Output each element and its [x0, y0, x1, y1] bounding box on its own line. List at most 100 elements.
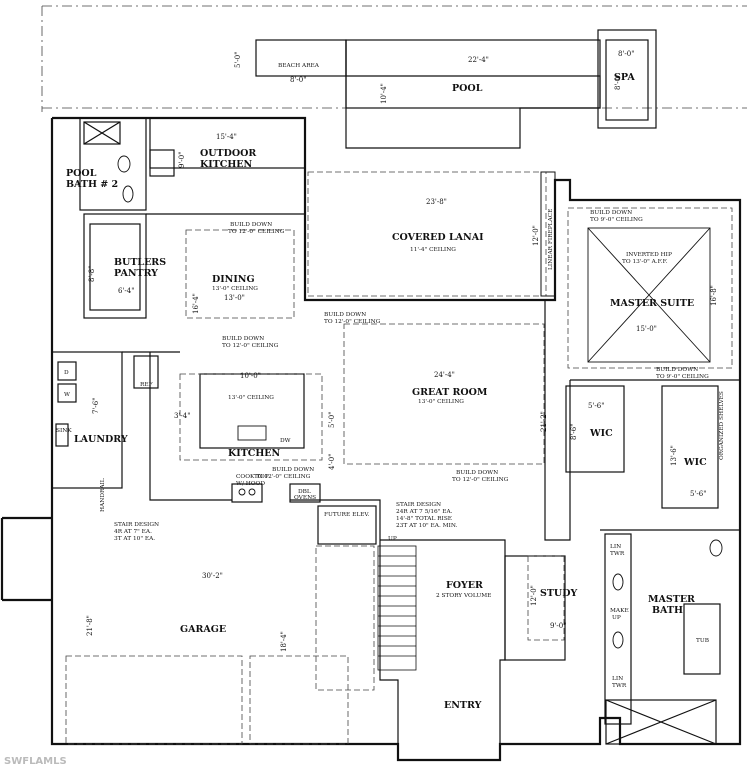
note-cook-top-1: COOK TOP [236, 474, 269, 480]
dim-master-h: 16'-8" [710, 285, 718, 306]
note-lin-twr-bottom-1: LIN [612, 676, 623, 682]
room-outdoor-kitchen-1: OUTDOOR [200, 148, 256, 159]
dim-master-w: 15'-0" [636, 325, 657, 333]
note-make-up-2: UP [612, 615, 621, 621]
room-butlers-pantry-1: BUTLERS [114, 257, 166, 268]
room-kitchen: KITCHEN [228, 448, 281, 459]
dim-outdoor-h: 9'-0" [178, 152, 186, 168]
dim-garage-h: 21'-8" [86, 615, 94, 636]
room-covered-lanai: COVERED LANAI [392, 232, 484, 243]
note-cook-top-2: W/ HOOD [236, 481, 265, 487]
note-up: UP [388, 536, 397, 542]
room-master-suite: MASTER SUITE [610, 298, 694, 309]
note-sink: SINK [56, 428, 72, 434]
dim-spa-h: 8'-0" [614, 74, 622, 90]
note-stair-main-3: 14'-8" TOTAL RISE [396, 516, 452, 522]
interior-walls [51, 117, 740, 745]
room-garage: GARAGE [180, 624, 226, 635]
dim-pantry-h: 8'-8" [88, 266, 96, 282]
note-builddown-wic-2: TO 9'-0" CEILING [656, 374, 709, 380]
note-dw: DW [280, 438, 291, 444]
inverted-hip [587, 227, 711, 363]
dim-kitchen-w: 10'-0" [240, 372, 261, 380]
room-wic-2: WIC [683, 457, 707, 468]
room-future-elev: FUTURE ELEV. [324, 512, 370, 518]
note-kitchen-ceiling: 13'-0" CEILING [228, 395, 274, 401]
garage-doors [65, 655, 349, 745]
room-outdoor-kitchen-2: KITCHEN [200, 159, 253, 170]
dim-spa-w: 8'-0" [618, 50, 634, 58]
room-beach-area: BEACH AREA [278, 63, 320, 69]
dim-study-h: 12'-0" [530, 585, 538, 606]
note-ref: REF [140, 382, 153, 388]
note-dining-ceiling: 13'-0" CEILING [212, 286, 258, 292]
dim-kitchen-3-4: 3'-4" [174, 412, 190, 420]
note-builddown-left-2: TO 12'-0" CEILING [222, 343, 279, 349]
note-inverted-hip-2: TO 13'-0" A.F.F. [622, 259, 668, 265]
linear-fireplace-box [540, 171, 556, 297]
note-dining-builddown-2: TO 12'-0" CEILING [228, 229, 285, 235]
dim-kitchen-5: 5'-0" [328, 412, 336, 428]
note-stair-main-4: 23T AT 10" EA. MIN. [396, 523, 458, 529]
note-d: D [64, 370, 69, 376]
watermark: SWFLAMLS [4, 756, 67, 767]
room-pool-bath-2: BATH # 2 [66, 179, 118, 190]
fixtures [117, 155, 723, 649]
note-stair-garage-1: STAIR DESIGN [114, 522, 159, 528]
note-organized-shelves: ORGANIZED SHELVES [719, 391, 725, 460]
room-entry: ENTRY [444, 700, 482, 711]
room-pool-bath-1: POOL [66, 168, 97, 179]
room-labels: BEACH AREA POOL SPA OUTDOOR KITCHEN POOL… [66, 63, 707, 711]
notes: 11'-4" CEILING BUILD DOWN TO 12'-0" CEIL… [56, 209, 725, 689]
note-builddown-kitchen-1: BUILD DOWN [272, 467, 314, 473]
dim-wic1-w: 5'-6" [588, 402, 604, 410]
dim-wic1-h: 8'-6" [570, 424, 578, 440]
property-lines [41, 5, 747, 112]
dim-beach-h: 5'-0" [234, 52, 242, 68]
note-master-builddown-2: TO 9'-0" CEILING [590, 217, 643, 223]
note-lin-twr-top-2: TWR [610, 551, 625, 557]
note-stair-garage-3: 3T AT 10" EA. [114, 536, 155, 542]
note-builddown-left-1: BUILD DOWN [222, 336, 264, 342]
dim-pool-w: 22'-4" [468, 56, 489, 64]
dim-dining-w: 13'-0" [224, 294, 245, 302]
note-tub: TUB [696, 638, 709, 644]
room-master-bath-1: MASTER [648, 594, 695, 605]
dim-great-w: 24'-4" [434, 371, 455, 379]
room-pool: POOL [452, 83, 483, 94]
room-foyer: FOYER [446, 580, 483, 591]
dim-kitchen-4: 4'-0" [328, 454, 336, 470]
note-dining-builddown-1: BUILD DOWN [230, 222, 272, 228]
dimensions: 8'-0" 22'-4" 8'-0" 15'-4" 23'-8" 6'-4" 1… [86, 50, 718, 652]
note-linear-fireplace: LINEAR FIREPLACE [548, 209, 554, 270]
note-make-up-1: MAKE [610, 608, 629, 614]
dim-wic2-w: 5'-6" [690, 490, 706, 498]
room-dining: DINING [212, 274, 255, 285]
dim-laundry-h: 7'-6" [92, 398, 100, 414]
dim-dining-h: 16'-4" [192, 293, 200, 314]
note-w: W [64, 392, 70, 398]
note-foyer-volume: 2 STORY VOLUME [436, 593, 491, 599]
note-inverted-hip-1: INVERTED HIP [626, 252, 672, 258]
dim-garage-inner-h: 18'-4" [280, 631, 288, 652]
room-butlers-pantry-2: PANTRY [114, 268, 158, 279]
room-laundry: LAUNDRY [74, 434, 128, 445]
dim-wic2-h: 13'-6" [670, 445, 678, 466]
dim-garage-w: 30'-2" [202, 572, 223, 580]
note-great-room-ceiling: 13'-0" CEILING [418, 399, 464, 405]
note-ovens-2: OVENS [294, 495, 316, 501]
room-wic-1: WIC [589, 428, 613, 439]
note-lanai-ceiling: 11'-4" CEILING [410, 247, 456, 253]
dim-pantry-w: 6'-4" [118, 287, 134, 295]
note-handrail: HANDRAIL [100, 478, 106, 512]
dim-study-w: 9'-0" [550, 622, 566, 630]
dim-lanai-w: 23'-8" [426, 198, 447, 206]
dim-lanai-h: 12'-0" [532, 225, 540, 246]
room-spa: SPA [614, 72, 635, 83]
room-great-room: GREAT ROOM [412, 387, 488, 398]
note-lin-twr-top-1: LIN [610, 544, 621, 550]
note-builddown-center-2: TO 12'-0" CEILING [324, 319, 381, 325]
pool-area [255, 29, 657, 149]
note-stair-main-2: 24R AT 7 5/16" EA. [396, 509, 453, 515]
